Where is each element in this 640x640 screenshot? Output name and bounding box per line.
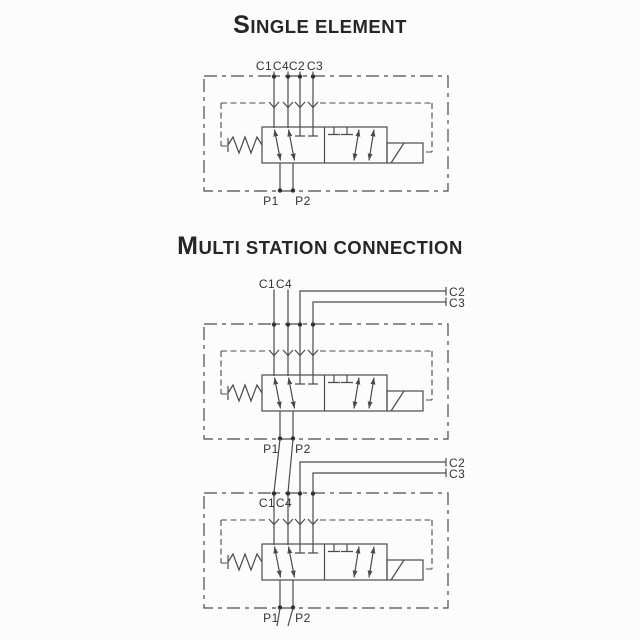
port-label-c3: C3 bbox=[449, 467, 465, 481]
valve-station bbox=[204, 491, 448, 609]
valve-station bbox=[204, 74, 448, 192]
port-leads-top bbox=[273, 289, 289, 324]
title-rest: ULTI STATION CONNECTION bbox=[198, 237, 463, 258]
title-single-element: SINGLE ELEMENT bbox=[0, 13, 640, 38]
port-label-c2: C2 bbox=[449, 285, 465, 299]
port-label-c4: C4 bbox=[276, 277, 292, 291]
port-label-p2: P2 bbox=[295, 611, 311, 625]
port-label-p1: P1 bbox=[263, 194, 279, 208]
port-label-c3: C3 bbox=[307, 59, 323, 73]
port-label-p2: P2 bbox=[295, 194, 311, 208]
side-tap-lines bbox=[299, 290, 446, 324]
port-label-c1: C1 bbox=[256, 59, 272, 73]
title-initial: S bbox=[233, 11, 251, 39]
port-label-p1: P1 bbox=[263, 442, 279, 456]
title-multi-station-connection: MULTI STATION CONNECTION bbox=[0, 234, 640, 259]
port-label-p2: P2 bbox=[295, 442, 311, 456]
port-label-c4: C4 bbox=[276, 496, 292, 510]
title-initial: M bbox=[177, 232, 199, 260]
continuation-stubs bbox=[276, 607, 294, 627]
port-label-c1: C1 bbox=[259, 496, 275, 510]
multi-station-2-diagram: C1 C4 C2 C3 P1 P2 bbox=[204, 456, 465, 627]
port-leads-top bbox=[273, 71, 314, 76]
single-element-diagram: C1 C4 C2 C3 P1 P2 bbox=[204, 59, 448, 208]
port-label-c1: C1 bbox=[259, 277, 275, 291]
port-label-c4: C4 bbox=[273, 59, 289, 73]
port-label-c2: C2 bbox=[449, 456, 465, 470]
port-label-p1: P1 bbox=[263, 611, 279, 625]
side-tap-lines bbox=[299, 461, 446, 493]
port-label-c3: C3 bbox=[449, 296, 465, 310]
multi-station-1-diagram: C1 C4 C2 C3 P1 P2 bbox=[204, 277, 465, 456]
valve-station bbox=[204, 322, 448, 440]
title-rest: INGLE ELEMENT bbox=[250, 16, 407, 37]
station-connector-lines bbox=[273, 438, 294, 493]
port-label-c2: C2 bbox=[289, 59, 305, 73]
